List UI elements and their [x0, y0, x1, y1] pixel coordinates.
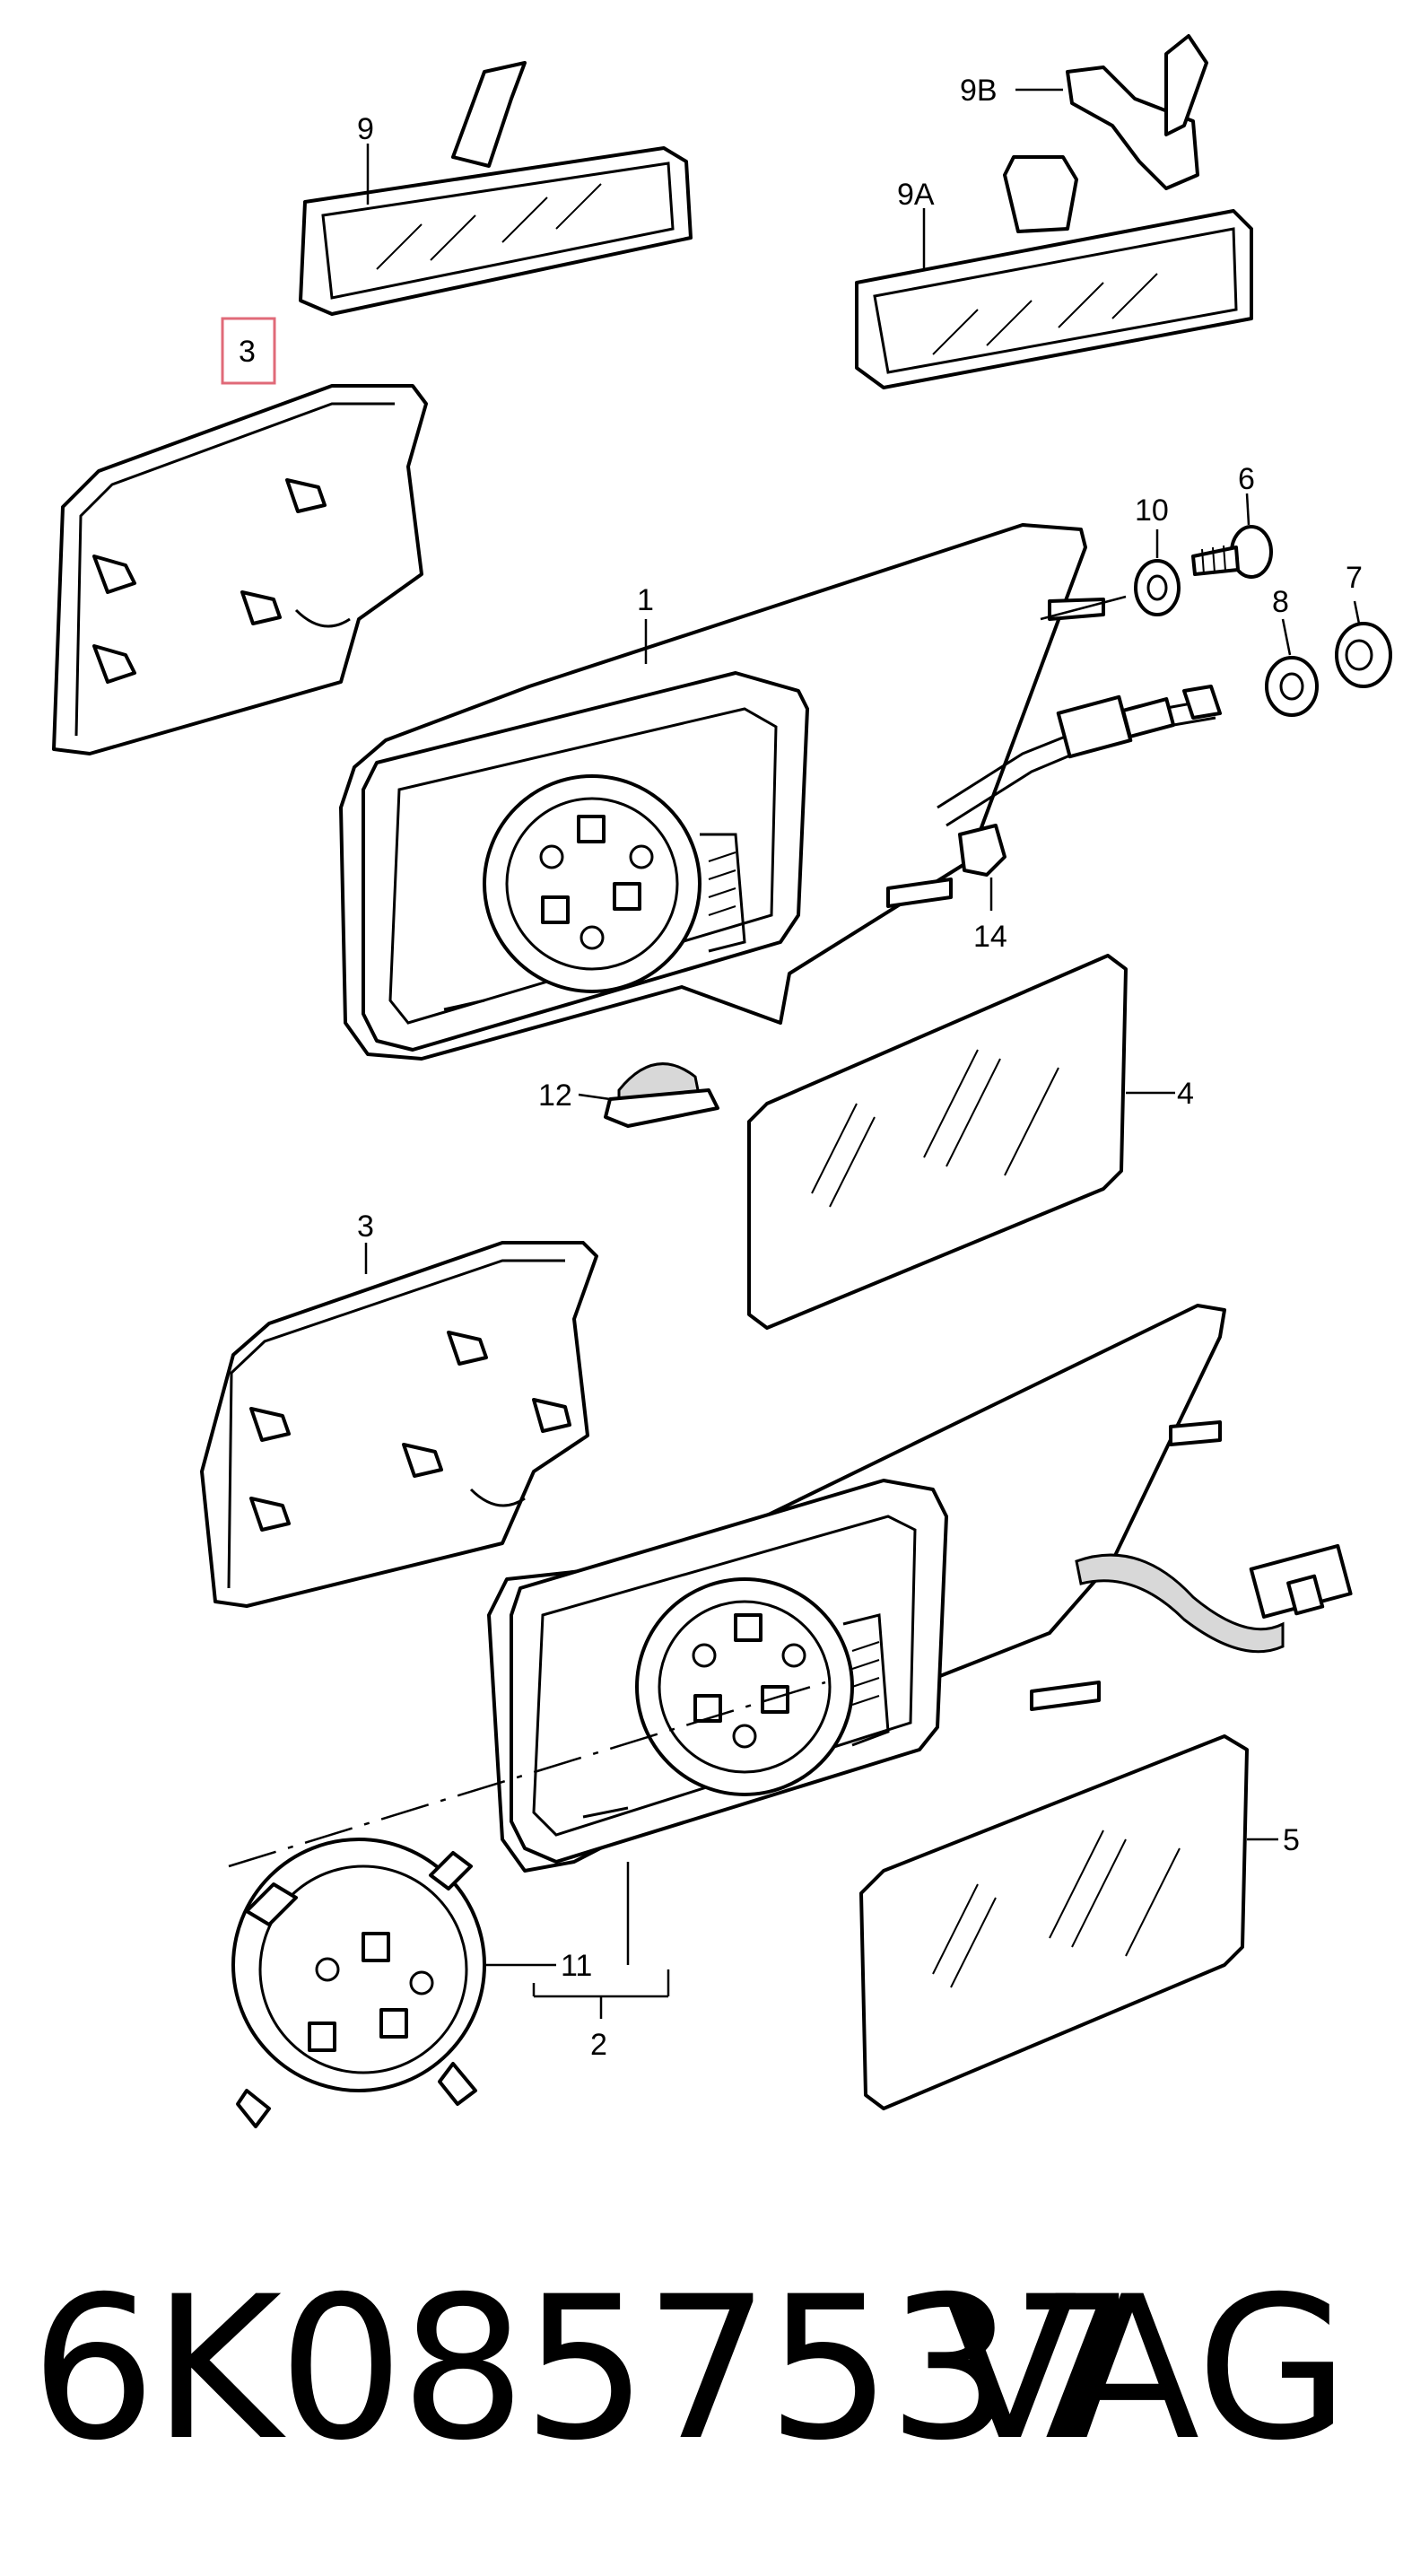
- washer-10: [1040, 529, 1181, 621]
- cap-12: [578, 1062, 719, 1128]
- interior-mirror-9a: [855, 155, 1253, 389]
- callout-9B: 9B: [960, 74, 998, 108]
- mount-bracket-9b: [1015, 34, 1208, 190]
- callout-6: 6: [1238, 462, 1255, 496]
- footer-caption: 6K0857537 VAG: [0, 2261, 1403, 2494]
- callout-2: 2: [590, 2028, 607, 2062]
- grommet-8: [1265, 618, 1319, 717]
- exploded-parts-diagram: 9B 9 9A 3 6 10 7 8 1 14 12 4 3 5 11 2: [52, 34, 1392, 2128]
- callout-7: 7: [1346, 561, 1363, 595]
- mirror-assembly-1: [339, 523, 1105, 1061]
- part-number: 6K0857537: [30, 2254, 1136, 2484]
- grommet-7: [1335, 600, 1392, 688]
- callout-8: 8: [1272, 585, 1289, 619]
- callout-11: 11: [561, 1949, 592, 1983]
- brand-name: VAG: [942, 2254, 1349, 2484]
- housing-cover-3-mid: [200, 1241, 598, 1608]
- callout-1: 1: [637, 583, 654, 617]
- callout-3-mid: 3: [357, 1209, 374, 1244]
- interior-mirror-9: [299, 61, 693, 316]
- callout-12: 12: [538, 1078, 572, 1113]
- callout-9A: 9A: [897, 178, 935, 212]
- callout-9: 9: [357, 112, 374, 146]
- screw-6: [1191, 493, 1273, 579]
- mirror-glass-4: [747, 954, 1175, 1330]
- callout-4: 4: [1177, 1077, 1194, 1111]
- adjustment-motor-11: [231, 1838, 556, 2128]
- clip-14: [958, 824, 1006, 911]
- assembly-axis-line: [228, 1681, 826, 1868]
- housing-cover-3-top: [52, 384, 428, 755]
- callout-10: 10: [1135, 493, 1169, 528]
- adjuster-cable: [937, 685, 1222, 827]
- mirror-glass-5: [859, 1734, 1278, 2110]
- highlight-box-3: [221, 317, 276, 385]
- callout-5: 5: [1283, 1823, 1300, 1857]
- callout-3-top: 3: [239, 335, 256, 369]
- callout-14: 14: [973, 920, 1007, 954]
